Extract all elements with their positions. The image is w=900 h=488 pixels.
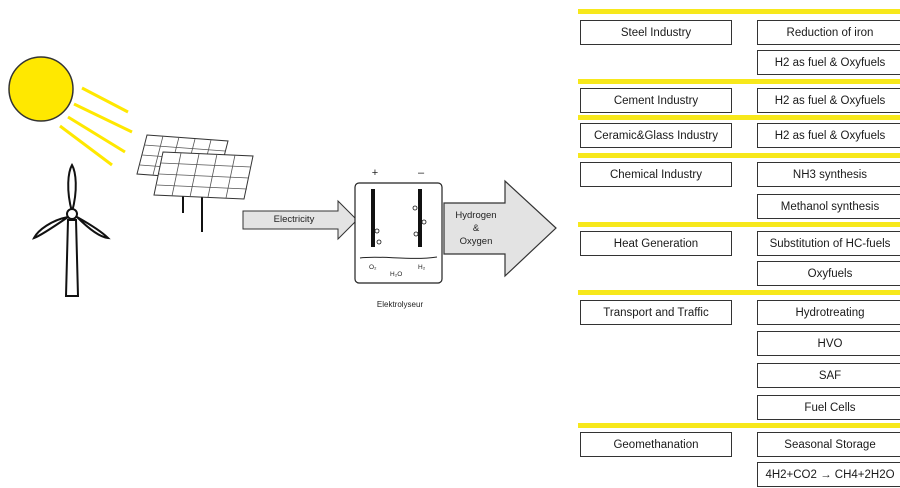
hydrogen-label: Hydrogen xyxy=(455,210,497,221)
divider-chemical xyxy=(578,153,900,158)
electricity-arrow xyxy=(242,199,358,241)
oxygen-label: Oxygen xyxy=(459,236,493,247)
electrolyser-icon xyxy=(354,182,443,284)
electrolyser-caption: Elektrolyseur xyxy=(376,300,424,309)
use-steel-h2-fuel-oxyfuels: H2 as fuel & Oxyfuels xyxy=(757,50,900,75)
sector-geomethanation: Geomethanation xyxy=(580,432,732,457)
use-ceramic-h2-fuel-oxyfuels: H2 as fuel & Oxyfuels xyxy=(757,123,900,148)
divider-cement xyxy=(578,79,900,84)
solar-panel-icon xyxy=(136,134,254,232)
divider-geomethanation xyxy=(578,423,900,428)
divider-transport xyxy=(578,290,900,295)
electrolyser-h2-label: H₂ xyxy=(418,264,426,271)
hydrogen-oxygen-arrow xyxy=(443,179,557,278)
use-seasonal-storage: Seasonal Storage xyxy=(757,432,900,457)
ampersand-label: & xyxy=(472,223,480,234)
use-hvo: HVO xyxy=(757,331,900,356)
electricity-label: Electricity xyxy=(273,214,315,225)
sector-chemical-industry: Chemical Industry xyxy=(580,162,732,187)
divider-heat xyxy=(578,222,900,227)
use-cement-h2-fuel-oxyfuels: H2 as fuel & Oxyfuels xyxy=(757,88,900,113)
use-substitution-hc-fuels: Substitution of HC-fuels xyxy=(757,231,900,256)
use-nh3-synthesis: NH3 synthesis xyxy=(757,162,900,187)
use-oxyfuels: Oxyfuels xyxy=(757,261,900,286)
divider-ceramic xyxy=(578,115,900,120)
sector-ceramic-glass-industry: Ceramic&Glass Industry xyxy=(580,123,732,148)
electrolyser-o2-label: O₂ xyxy=(369,264,377,271)
use-fuel-cells: Fuel Cells xyxy=(757,395,900,420)
use-hydrotreating: Hydrotreating xyxy=(757,300,900,325)
sector-heat-generation: Heat Generation xyxy=(580,231,732,256)
sector-transport-traffic: Transport and Traffic xyxy=(580,300,732,325)
wind-turbine-icon xyxy=(32,162,111,297)
divider-top xyxy=(578,9,900,14)
electrolyser-minus-sign: – xyxy=(417,167,425,179)
sector-cement-industry: Cement Industry xyxy=(580,88,732,113)
use-saf: SAF xyxy=(757,363,900,388)
electrolyser-h2o-label: H₂O xyxy=(390,271,403,278)
use-methanation-equation: 4H2+CO2 → CH4+2H2O xyxy=(757,462,900,487)
use-reduction-of-iron: Reduction of iron xyxy=(757,20,900,45)
sector-steel-industry: Steel Industry xyxy=(580,20,732,45)
use-methanol-synthesis: Methanol synthesis xyxy=(757,194,900,219)
sun-icon xyxy=(8,56,133,167)
electrolyser-plus-sign: + xyxy=(371,167,379,179)
